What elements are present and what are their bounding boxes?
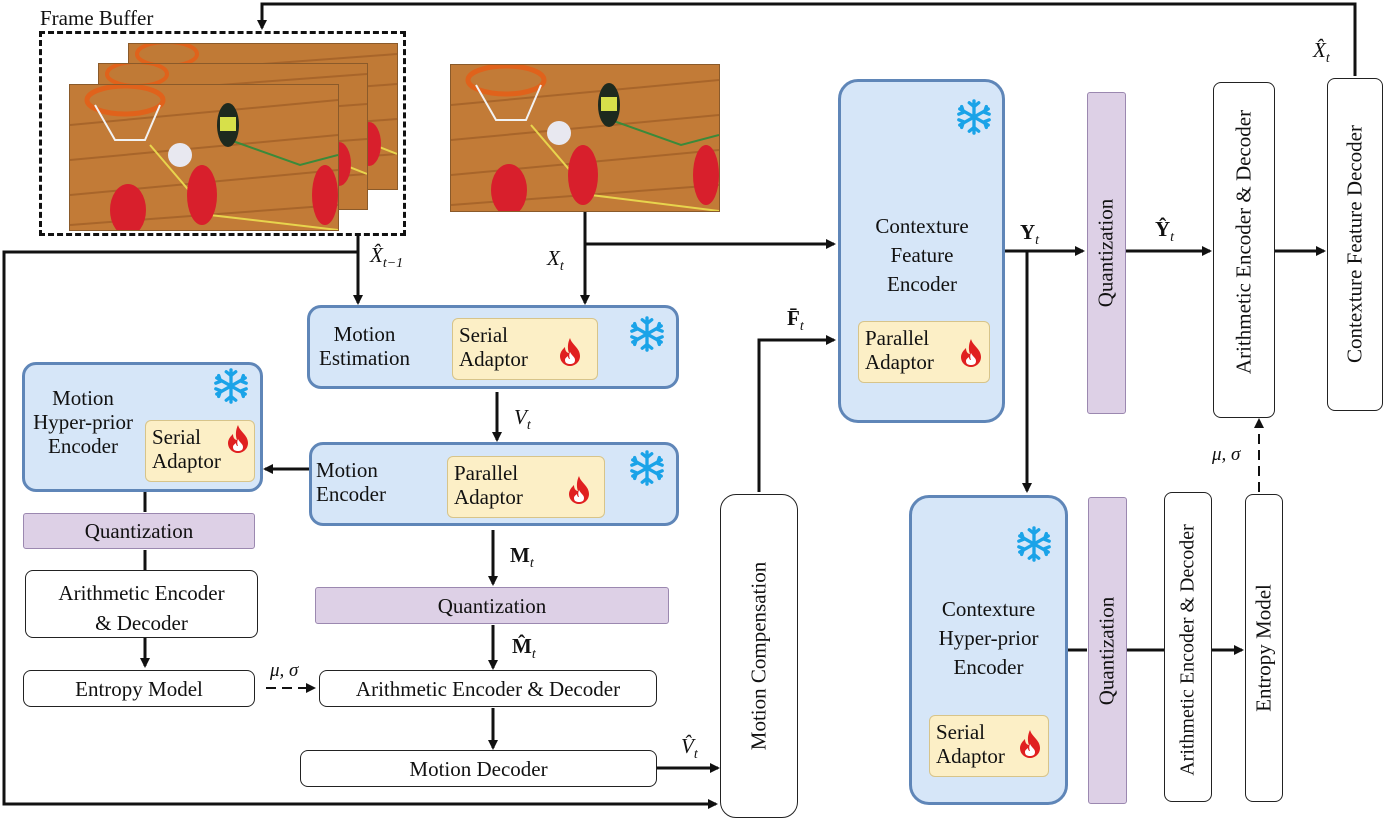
motion-compensation-label: Motion Compensation [746,561,771,751]
top-quantization-block [1087,92,1126,414]
symbol-x-hat-t: X̂t [1313,38,1330,67]
frame-buffer-label: Frame Buffer [40,6,154,30]
motion-decoder-block [300,750,657,787]
basketball-frame-graphic [451,65,719,211]
symbol-v-hat-t: V̂t [681,734,698,763]
symbol-mu-sigma-left: μ, σ [270,660,299,681]
left-quantization-block [23,513,255,549]
bottom-quantization-block [1088,497,1127,804]
bottom-arithmetic-block [1164,492,1212,802]
middle-arithmetic-block [319,670,657,707]
middle-arithmetic-label: Arithmetic Encoder & Decoder [355,677,621,701]
contexture-feature-decoder-label: Contexture Feature Decoder [1342,125,1367,363]
snowflake-icon [1017,526,1051,562]
left-quantization-label: Quantization [84,519,194,543]
top-quantization-label: Quantization [1093,198,1118,308]
flame-icon [228,425,248,453]
flame-icon [961,339,981,367]
symbol-v-t: Vt [514,405,531,434]
symbol-y-hat-t: Ŷt [1155,217,1175,246]
flame-icon [1020,730,1040,758]
middle-quantization-label: Quantization [437,594,547,618]
motion-compensation-block [720,494,798,818]
frame-buffer-image-1 [69,84,339,231]
snowflake-icon [630,450,664,486]
top-arithmetic-block [1213,82,1275,418]
current-frame-image [450,64,720,212]
middle-quantization-block [315,587,669,624]
flame-icon [569,476,589,504]
left-arithmetic-label: Arithmetic Encoder& Decoder [58,581,225,635]
bottom-entropy-model-label: Entropy Model [1251,584,1276,712]
frame-buffer [39,31,406,236]
symbol-m-t: Mt [510,543,534,572]
basketball-frame-graphic [70,85,338,230]
symbol-y-t: Yt [1020,220,1040,249]
snowflake-icon [214,368,248,404]
left-entropy-model-label: Entropy Model [75,677,203,701]
motion-decoder-label: Motion Decoder [409,757,548,781]
flame-icon [560,338,580,366]
snowflake-icon [957,99,991,135]
symbol-m-hat-t: M̂t [512,634,536,663]
left-entropy-model-block [23,670,255,707]
contexture-feature-decoder-block [1327,78,1383,411]
symbol-mu-sigma-right: μ, σ [1212,444,1241,465]
left-arithmetic-block [25,570,258,638]
bottom-arithmetic-label: Arithmetic Encoder & Decoder [1176,524,1199,776]
snowflake-icon [630,316,664,352]
top-arithmetic-label: Arithmetic Encoder & Decoder [1231,109,1256,375]
bottom-quantization-label: Quantization [1094,596,1119,706]
symbol-x-t: Xt [547,246,564,275]
bottom-entropy-model-block [1245,494,1283,802]
symbol-x-hat-prev: X̂t−1 [370,243,404,272]
symbol-f-bar-t: F̄t [787,306,804,335]
